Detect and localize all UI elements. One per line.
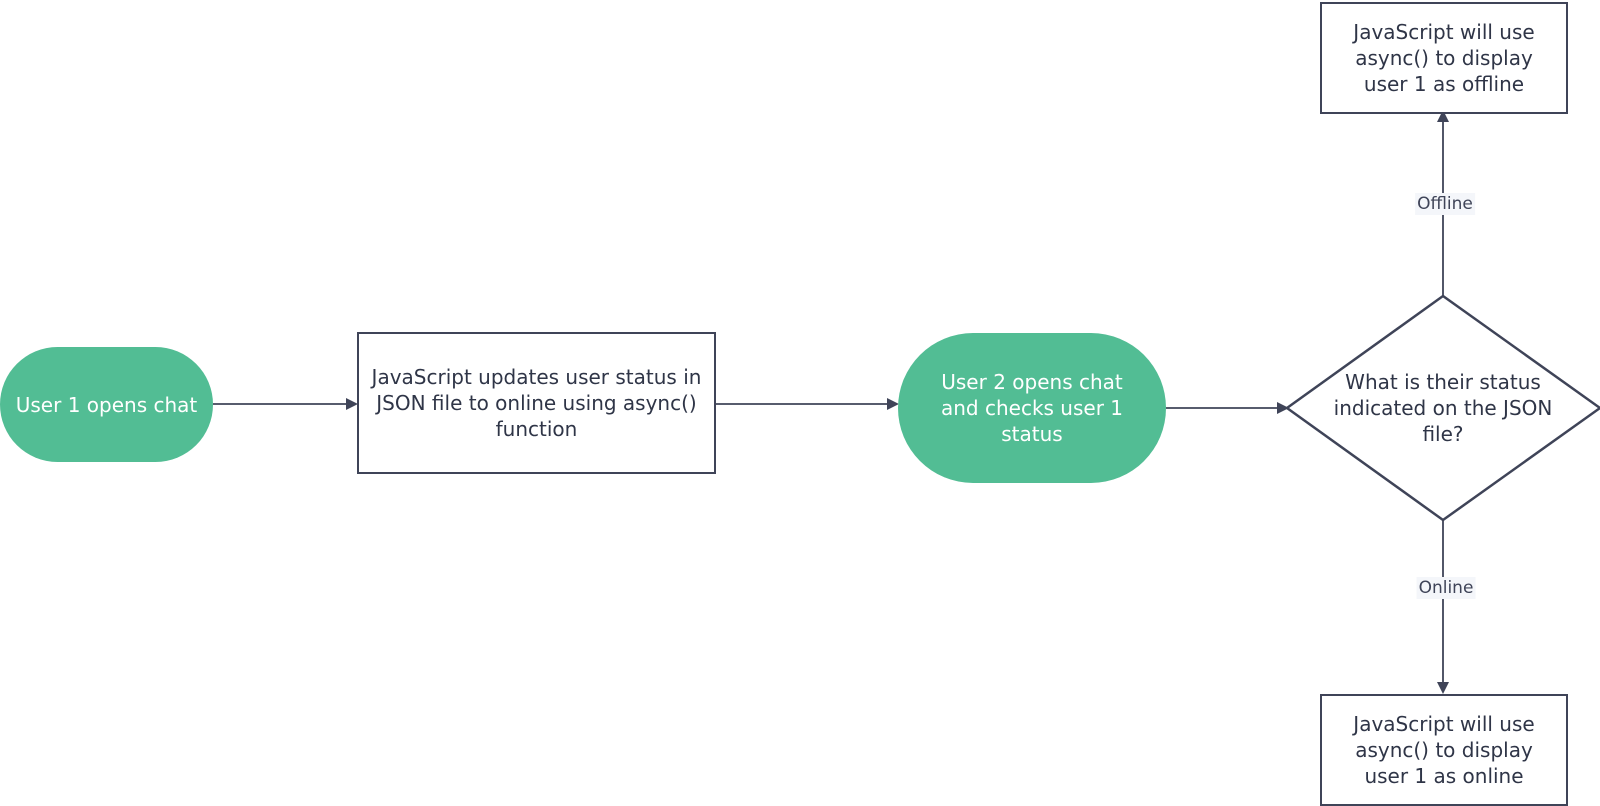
decision-diamond[interactable] [1284,294,1600,522]
node-label: User 1 opens chat [15,392,198,417]
node-label: JavaScript will use async() to display u… [1353,712,1535,788]
node-update-status[interactable]: JavaScript updates user status in JSON f… [357,332,716,474]
node-display-offline[interactable]: JavaScript will use async() to display u… [1320,2,1568,114]
decision-label: What is their status indicated on the JS… [1333,370,1553,446]
edge-label-offline: Offline [1415,193,1475,215]
node-label: User 2 opens chat and checks user 1 stat… [940,370,1124,446]
node-display-online[interactable]: JavaScript will use async() to display u… [1320,694,1568,806]
node-user2-checks-status[interactable]: User 2 opens chat and checks user 1 stat… [898,333,1166,483]
node-label: JavaScript updates user status in JSON f… [371,365,702,441]
node-label: JavaScript will use async() to display u… [1353,20,1535,96]
node-user1-opens-chat[interactable]: User 1 opens chat [0,347,213,462]
edge-label-online: Online [1416,577,1476,599]
